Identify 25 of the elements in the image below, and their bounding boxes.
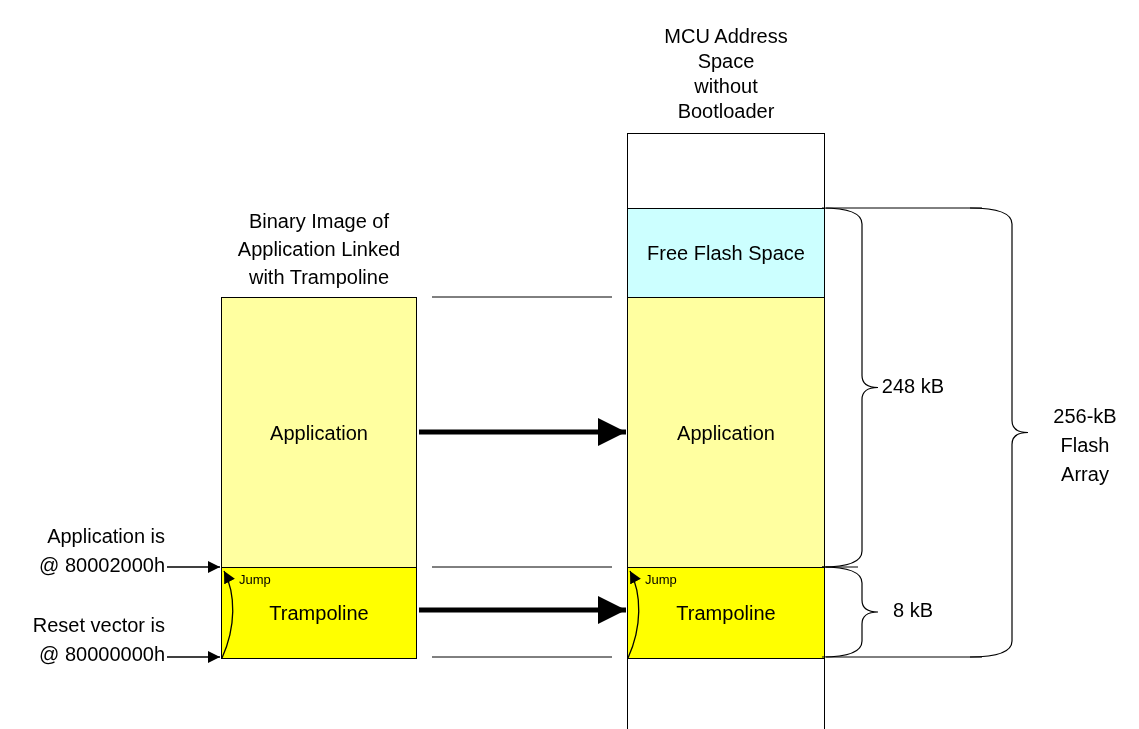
arrow xyxy=(166,561,221,573)
address-note: Reset vector is @ 80000000h xyxy=(22,611,165,669)
memory-block xyxy=(627,297,825,569)
block-label: Trampoline xyxy=(676,601,776,625)
edge-label: Jump xyxy=(239,572,271,587)
memory-block xyxy=(221,297,417,569)
memory-block xyxy=(627,208,825,299)
arrow xyxy=(419,596,626,624)
arrow xyxy=(166,651,221,663)
block-label: Free Flash Space xyxy=(647,242,805,265)
memory-block xyxy=(221,567,417,659)
block-label: Trampoline xyxy=(269,601,369,625)
memory-block xyxy=(627,567,825,659)
column-heading: MCU Address Space without Bootloader xyxy=(664,24,788,124)
column-heading: Binary Image of Application Linked with Trampoline xyxy=(236,209,402,290)
size-label: 248 kB xyxy=(880,374,946,399)
arrow xyxy=(627,570,641,659)
size-label: 8 kB xyxy=(892,598,934,623)
block-label: Application xyxy=(677,421,775,445)
size-label: 256-kB Flash Array xyxy=(1052,404,1118,487)
edge-label: Jump xyxy=(645,572,677,587)
address-note: Application is @ 80002000h xyxy=(22,522,165,580)
arrow xyxy=(419,418,626,446)
arrow xyxy=(221,570,235,659)
block-label: Application xyxy=(270,421,368,445)
